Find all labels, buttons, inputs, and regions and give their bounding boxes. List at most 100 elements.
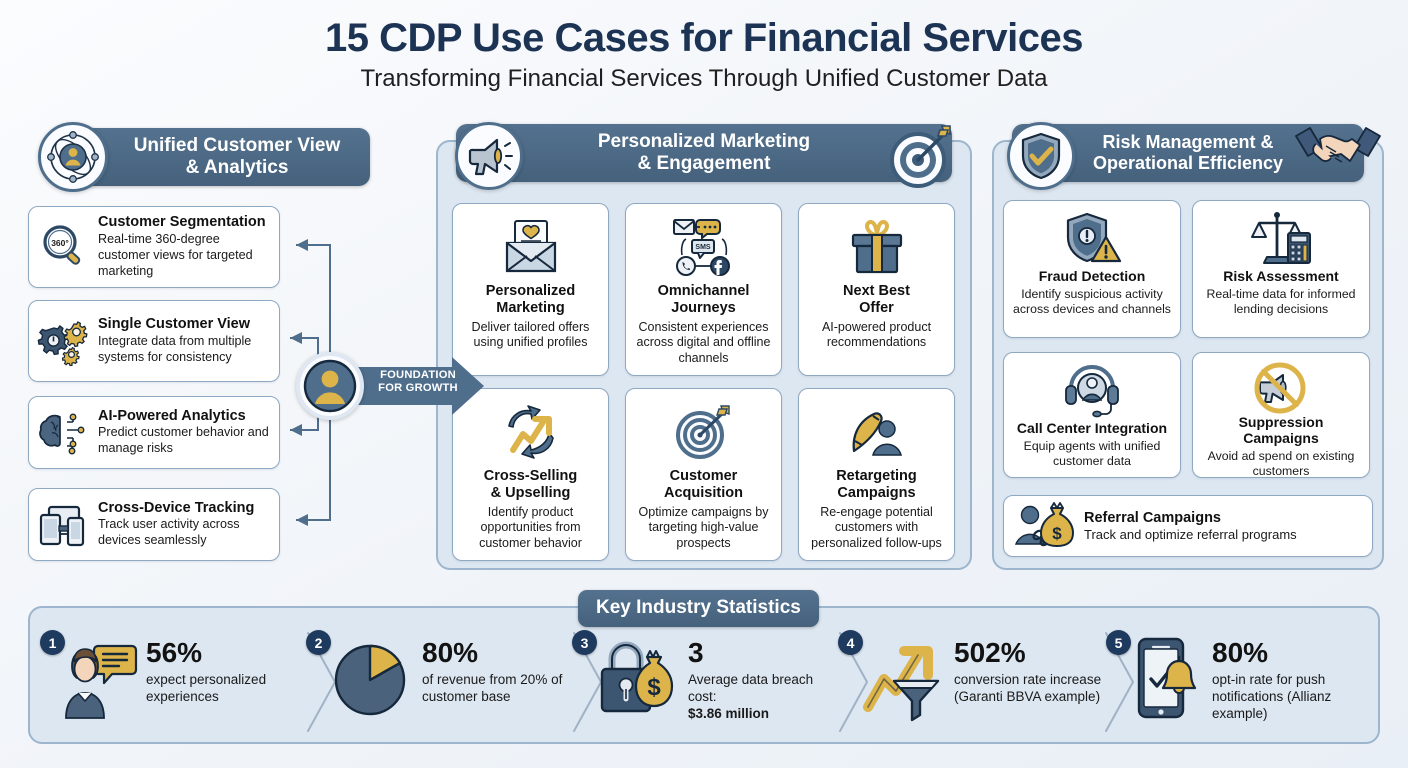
title-block: 15 CDP Use Cases for Financial Services … [0,0,1408,94]
card-single-customer-view[interactable]: Single Customer View Integrate data from… [28,300,280,382]
card-suppression-campaigns[interactable]: Suppression Campaigns Avoid ad spend on … [1192,352,1370,478]
stat-label: expect personalized experiences [146,672,267,705]
card-title: Referral Campaigns [1084,509,1221,526]
card-desc: Real-time data for informed lending deci… [1206,286,1356,317]
column-header-line2: Operational Efficiency [1092,153,1284,173]
card-next-best-offer[interactable]: Next Best Offer AI-powered product recom… [798,203,955,376]
funnel-growth-icon [862,635,946,722]
target-arrow-icon [673,399,735,465]
page-title: 15 CDP Use Cases for Financial Services [325,16,1083,60]
card-title-line2: & Upselling [490,484,571,501]
stat-number-badge: 1 [40,630,65,655]
page-subtitle: Transforming Financial Services Through … [360,65,1048,92]
gears-icon [37,314,91,368]
stat-value: 80% [422,637,479,668]
card-desc: Track and optimize referral programs [1084,526,1297,542]
megaphone-icon [455,122,523,190]
card-personalized-marketing[interactable]: Personalized Marketing Deliver tailored … [452,203,609,376]
person-circle-icon [296,352,364,420]
card-referral-campaigns[interactable]: $ Referral Campaigns Track and optimize … [1003,495,1373,557]
column-header-marketing: Personalized Marketing & Engagement [456,124,952,182]
gift-icon [845,214,909,280]
stat-item-1: 1 56% expect personalized experiences [40,630,300,735]
foundation-label: FOUNDATION FOR GROWTH [378,369,458,394]
card-retargeting-campaigns[interactable]: Retargeting Campaigns Re-engage potentia… [798,388,955,561]
shield-alert-icon [1062,209,1122,269]
stat-value: 56% [146,637,203,668]
magnifier-360-icon: 360° [37,220,91,274]
svg-text:$: $ [1052,524,1062,543]
boomerang-person-icon [846,399,908,465]
card-title-line1: Retargeting [836,468,917,484]
card-desc: Deliver tailored offers using unified pr… [471,319,590,350]
card-title-line2: Journeys [671,299,736,316]
card-desc: AI-powered product recommendations [821,319,932,350]
phone-bell-icon [1130,635,1204,721]
card-omnichannel-journeys[interactable]: SMS Omnichannel Journeys Consistent expe… [625,203,782,376]
column-header-unified: Unified Customer View & Analytics [78,128,370,186]
stat-number-badge: 4 [838,630,863,655]
stat-item-2: 2 80% of revenue from 20% of customer ba… [306,630,566,735]
card-desc: Track user activity across devices seaml… [98,517,240,548]
lock-moneybag-icon: $ [596,635,680,721]
card-title-line2: Offer [859,299,894,316]
envelope-heart-icon [499,214,563,280]
card-title: Cross-Device Tracking [98,499,255,516]
card-title: Single Customer View [98,316,251,333]
target-arrow-icon [884,120,956,192]
stat-item-3: 3 $ 3 Average data breach cost: $3.86 mi… [572,630,832,735]
card-desc: Identify product opportunities from cust… [479,504,582,551]
column-header-line1: Unified Customer View [133,135,341,157]
stat-label: conversion rate increase (Garanti BBVA e… [954,672,1102,705]
card-desc: Consistent experiences across digital an… [636,319,771,366]
stat-number-badge: 3 [572,630,597,655]
card-risk-assessment[interactable]: Risk Assessment Real-time data for infor… [1192,200,1370,338]
referral-moneybag-icon: $ [1014,502,1076,550]
card-title: Suppression Campaigns [1238,414,1324,446]
card-title: Risk Assessment [1223,268,1339,284]
pie-chart-icon [330,635,414,721]
card-desc: Identify suspicious activity across devi… [1013,286,1171,317]
column-header-line1: Personalized Marketing [597,131,811,153]
headset-icon [1063,361,1121,421]
card-fraud-detection[interactable]: Fraud Detection Identify suspicious acti… [1003,200,1181,338]
scales-calculator-icon [1250,209,1312,269]
card-customer-segmentation[interactable]: 360° Customer Segmentation Real-time 360… [28,206,280,288]
shield-check-icon [1007,122,1075,190]
svg-text:$: $ [647,674,661,701]
card-title-line1: Omnichannel [657,283,750,299]
brain-circuit-icon [37,406,91,460]
card-cross-device-tracking[interactable]: Cross-Device Tracking Track user activit… [28,488,280,561]
card-title: AI-Powered Analytics [98,407,246,424]
stat-label: opt-in rate for push notifications (Alli… [1212,672,1332,722]
stat-label: Average data breach cost: [688,672,814,705]
card-desc: Avoid ad spend on existing customers [1207,448,1355,479]
atom-user-icon [38,122,108,192]
foundation-arrow [344,357,484,415]
card-desc: Real-time 360-degree customer views for … [98,232,253,278]
svg-text:SMS: SMS [695,244,711,251]
card-title-line2: Campaigns [837,484,916,501]
stat-value: 3 [688,637,704,668]
card-desc: Predict customer behavior and manage ris… [98,425,269,456]
card-title-line1: Cross-Selling [483,468,578,484]
column-header-line2: & Analytics [185,157,289,178]
card-title: Customer Segmentation [98,214,266,231]
card-desc: Re-engage potential customers with perso… [811,504,942,551]
stat-label: of revenue from 20% of customer base [422,672,563,705]
stat-number-badge: 5 [1106,630,1131,655]
stat-value: 80% [1212,637,1269,668]
person-chat-icon [64,635,138,721]
card-customer-acquisition[interactable]: Customer Acquisition Optimize campaigns … [625,388,782,561]
card-ai-powered-analytics[interactable]: AI-Powered Analytics Predict customer be… [28,396,280,469]
card-title: Call Center Integration [1016,420,1168,436]
column-header-line1: Risk Management & [1102,132,1274,153]
card-desc: Optimize campaigns by targeting high-val… [638,504,769,551]
handshake-icon [1290,122,1386,180]
card-call-center-integration[interactable]: Call Center Integration Equip agents wit… [1003,352,1181,478]
card-desc: Equip agents with unified customer data [1023,438,1161,469]
card-title-line1: Next Best [843,283,910,299]
card-title-line2: Acquisition [664,484,743,501]
card-cross-selling[interactable]: Cross-Selling & Upselling Identify produ… [452,388,609,561]
